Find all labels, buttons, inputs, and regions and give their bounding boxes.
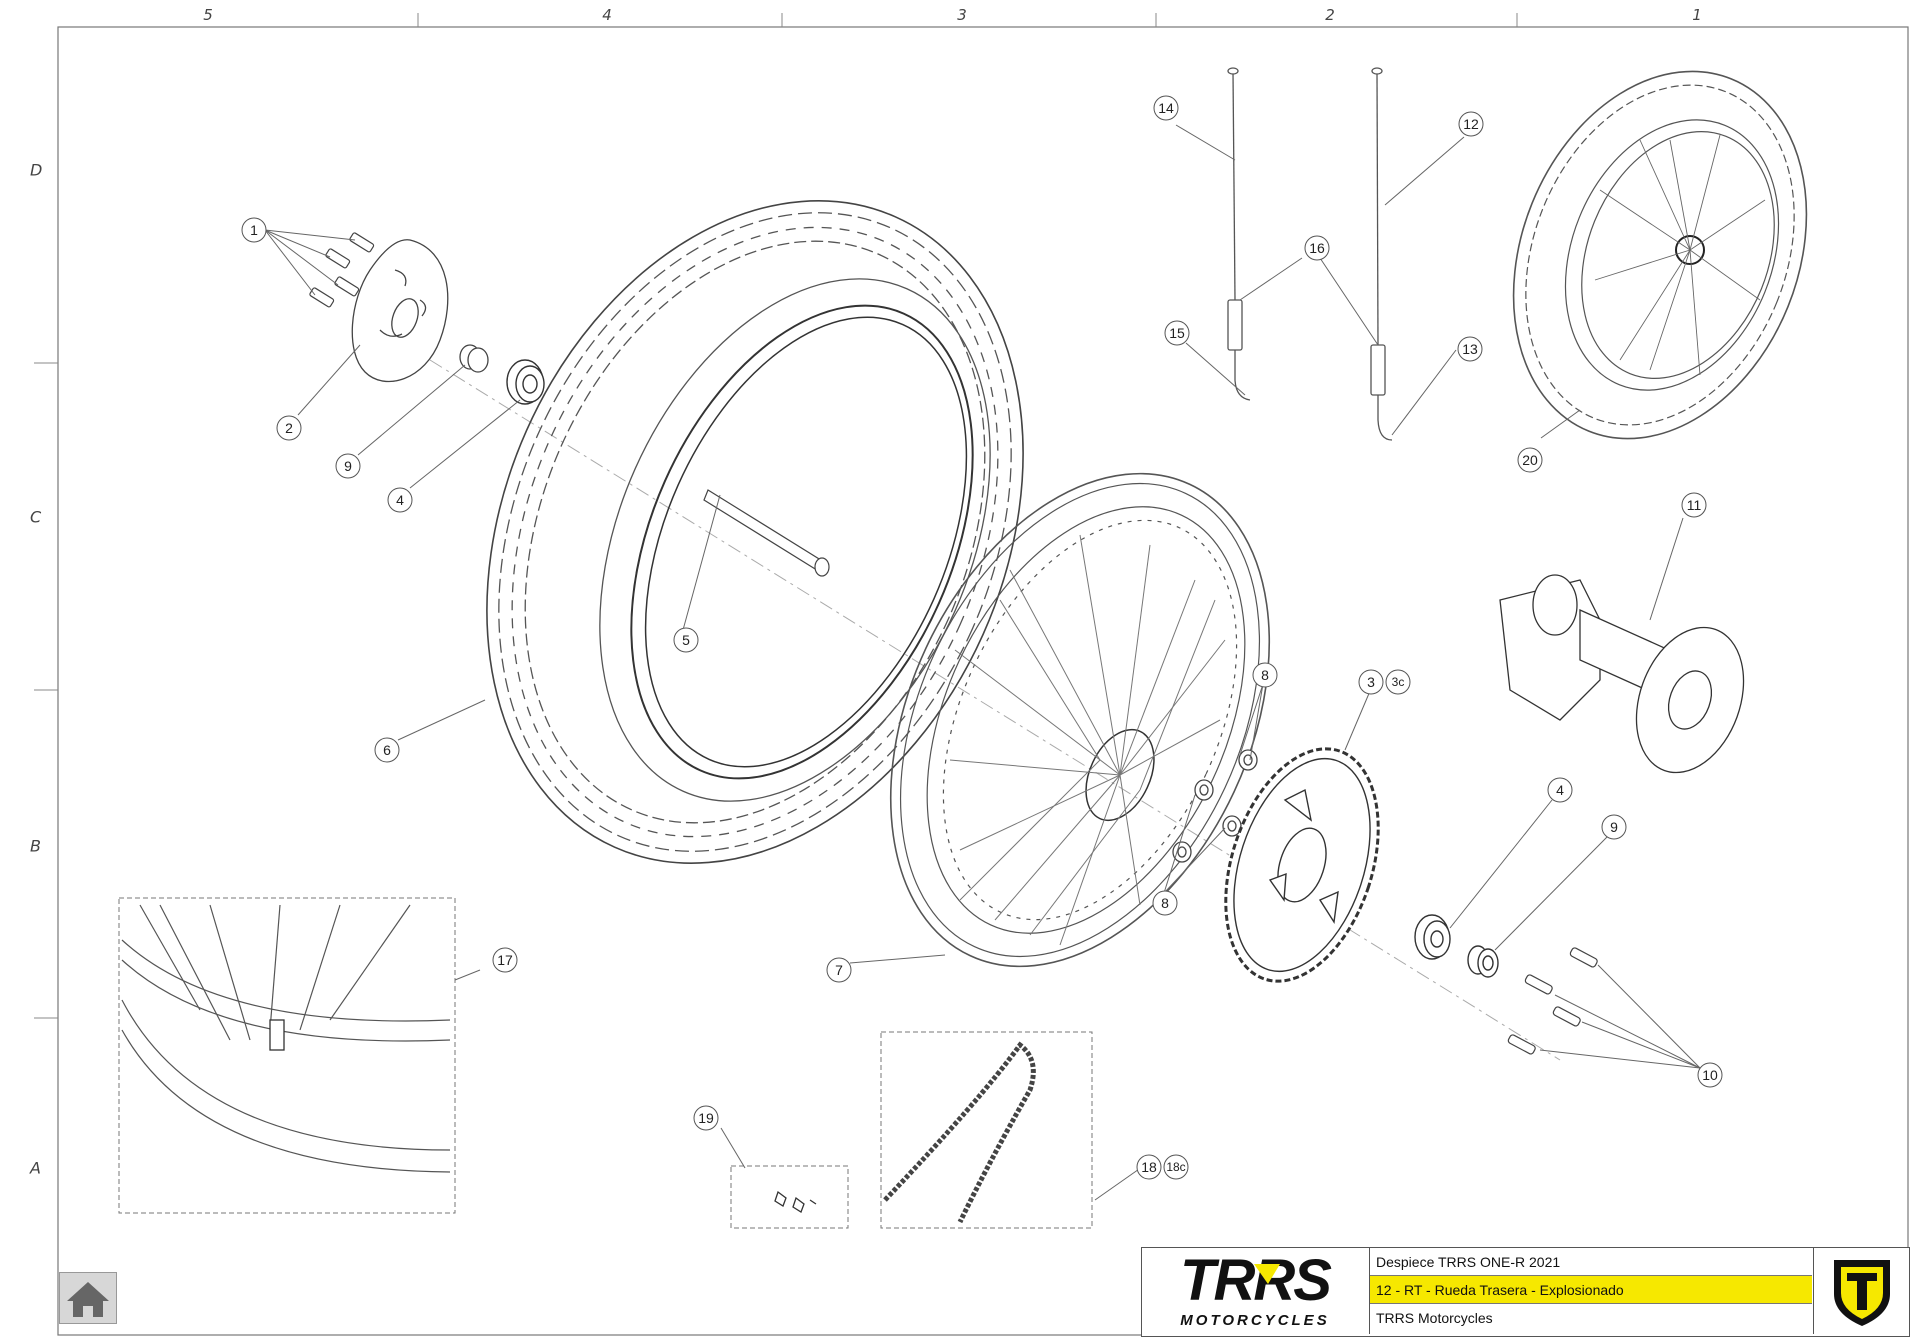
callout-3c: 3c: [1392, 675, 1405, 689]
svg-text:MOTORCYCLES: MOTORCYCLES: [1180, 1312, 1329, 1329]
callout-13: 13: [1462, 341, 1478, 357]
callout-9-right: 9: [1610, 819, 1618, 835]
rear-tyre: [486, 200, 1024, 864]
zone-row-b: B: [30, 836, 41, 856]
svg-text:TRRS: TRRS: [1180, 1248, 1332, 1313]
zone-row-a: A: [30, 1158, 41, 1178]
home-button[interactable]: [59, 1272, 117, 1324]
title-line-company: TRRS Motorcycles: [1376, 1310, 1493, 1326]
callout-15: 15: [1169, 325, 1185, 341]
sprocket-bolts: [1507, 947, 1598, 1055]
bearing-right: [1414, 914, 1451, 960]
callout-9-left: 9: [344, 458, 352, 474]
master-link-box: [730, 1165, 849, 1229]
brake-disc: [351, 239, 449, 382]
callout-12: 12: [1463, 116, 1479, 132]
zone-column-2: 2: [1325, 6, 1335, 24]
callout-8-top: 8: [1261, 667, 1269, 683]
callout-10: 10: [1702, 1067, 1718, 1083]
callout-11: 11: [1687, 497, 1702, 513]
callout-4-right: 4: [1556, 782, 1564, 798]
callout-16: 16: [1309, 240, 1325, 256]
callout-2: 2: [285, 420, 293, 436]
callout-18: 18: [1141, 1159, 1157, 1175]
title-line-document: Despiece TRRS ONE-R 2021: [1370, 1248, 1812, 1276]
axle-centerline: [429, 359, 1561, 1061]
zone-column-4: 4: [602, 6, 612, 24]
spacer-right: [1467, 945, 1499, 978]
callout-1: 1: [250, 222, 258, 238]
trrs-shield-icon: [1813, 1248, 1910, 1334]
trrs-logo: TRRS MOTORCYCLES: [1142, 1248, 1370, 1334]
rear-sprocket: [1224, 747, 1380, 983]
chain-detail-box: [880, 1031, 1093, 1229]
complete-wheel: [1512, 70, 1808, 440]
callout-20: 20: [1522, 452, 1538, 468]
rear-hub: [1499, 574, 1745, 774]
spacer-left: [459, 344, 489, 373]
callout-7: 7: [835, 962, 843, 978]
valve-detail-box: [118, 897, 456, 1214]
callout-19: 19: [698, 1110, 714, 1126]
callout-3: 3: [1367, 674, 1375, 690]
sprocket-nuts: [1172, 749, 1258, 863]
inner-tube-valve: [703, 489, 830, 577]
callout-5: 5: [682, 632, 690, 648]
zone-row-d: D: [30, 160, 43, 180]
zone-column-3: 3: [957, 6, 967, 24]
title-block: TRRS MOTORCYCLES Despiece TRRS ONE-R 202…: [1141, 1247, 1910, 1337]
callout-14: 14: [1158, 100, 1174, 116]
title-line-section: 12 - RT - Rueda Trasera - Explosionado: [1370, 1276, 1812, 1304]
callout-18c: 18c: [1166, 1160, 1185, 1174]
rim-wheel: [889, 472, 1271, 968]
callout-circles: [241, 95, 1723, 1180]
zone-column-1: 1: [1692, 6, 1702, 24]
callout-4-left: 4: [396, 492, 404, 508]
callout-17: 17: [497, 952, 513, 968]
home-icon: [67, 1282, 109, 1317]
callout-8-bottom: 8: [1161, 895, 1169, 911]
bearing-left: [506, 359, 545, 405]
callout-6: 6: [383, 742, 391, 758]
zone-column-5: 5: [203, 6, 213, 24]
zone-row-c: C: [30, 507, 42, 527]
